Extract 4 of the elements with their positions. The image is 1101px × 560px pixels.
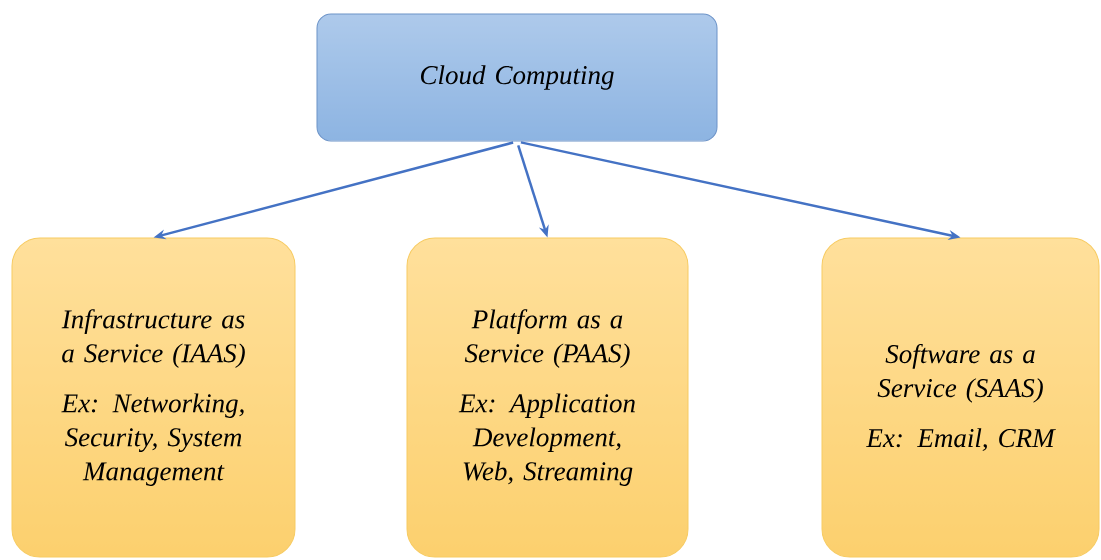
service-box: Software as a Service (SAAS) Ex: Email, CRM xyxy=(821,237,1100,558)
service-box: Infrastructure as a Service (IAAS) Ex: Networking, Security, System Management xyxy=(11,237,296,558)
title-box: Cloud Computing xyxy=(316,13,718,142)
service-box: Platform as a Service (PAAS) Ex: Application Development, Web, Streaming xyxy=(406,237,689,558)
